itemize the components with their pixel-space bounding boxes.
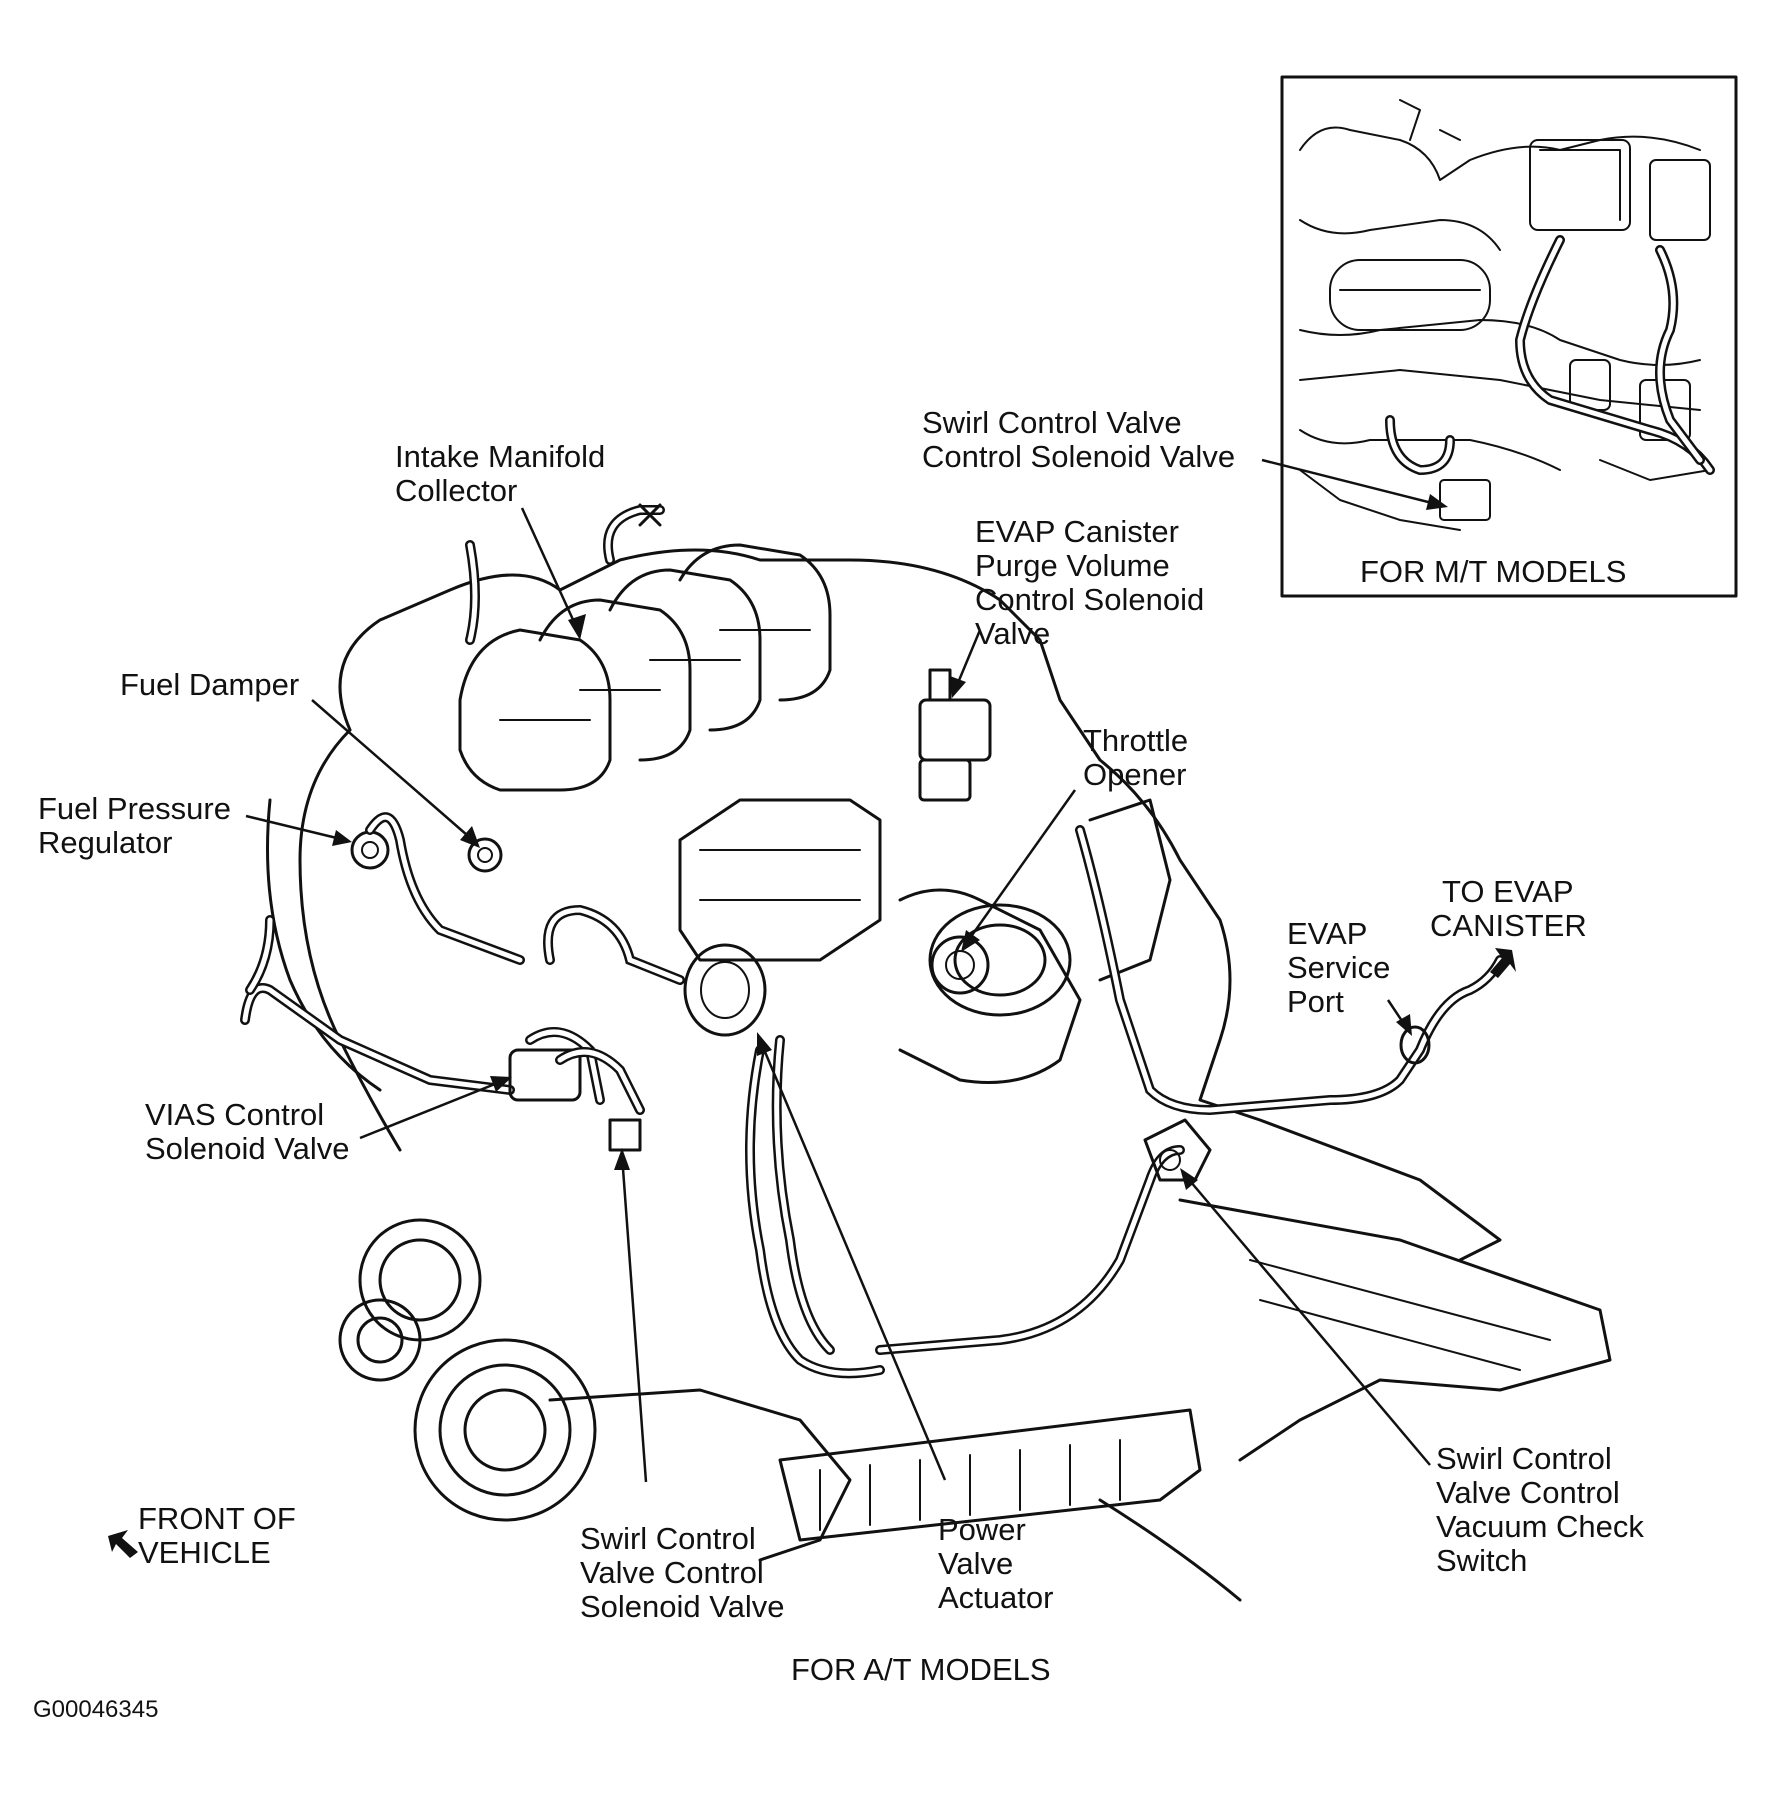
label-vias-control-solenoid-valve: VIAS Control Solenoid Valve xyxy=(145,1097,350,1166)
label-swirl-vacuum-check-switch: Swirl Control Valve Control Vacuum Check… xyxy=(1436,1441,1644,1578)
label-intake-manifold-collector: Intake Manifold Collector xyxy=(395,439,606,508)
label-front-of-vehicle: FRONT OF VEHICLE xyxy=(138,1501,296,1570)
label-evap-service-port: EVAP Service Port xyxy=(1287,916,1391,1019)
label-fuel-pressure-regulator: Fuel Pressure Regulator xyxy=(38,791,231,860)
caption-at-models: FOR A/T MODELS xyxy=(791,1652,1051,1687)
arrow-up-right-icon xyxy=(1490,948,1516,978)
arrow-up-left-icon xyxy=(108,1530,138,1558)
mt-inset xyxy=(1280,75,1738,598)
label-swirl-control-solenoid-top: Swirl Control Valve Control Solenoid Val… xyxy=(922,405,1236,474)
leader-lines xyxy=(245,458,1448,1483)
engine-body xyxy=(240,503,1612,1602)
label-fuel-damper: Fuel Damper xyxy=(120,667,300,702)
label-swirl-control-solenoid-bottom: Swirl Control Valve Control Solenoid Val… xyxy=(580,1521,785,1624)
figure-code: G00046345 xyxy=(33,1696,159,1723)
caption-mt-models: FOR M/T MODELS xyxy=(1360,554,1627,589)
label-throttle-opener: Throttle Opener xyxy=(1083,723,1189,792)
label-evap-purge-solenoid: EVAP Canister Purge Volume Control Solen… xyxy=(975,514,1205,651)
label-power-valve-actuator: Power Valve Actuator xyxy=(938,1512,1054,1615)
label-to-evap-canister: TO EVAP CANISTER xyxy=(1430,874,1587,943)
